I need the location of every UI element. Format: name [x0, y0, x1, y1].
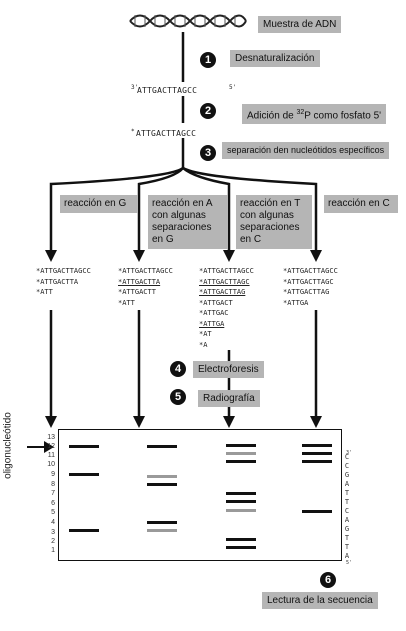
step-5-badge: 5 — [170, 389, 186, 405]
band-a-4 — [147, 521, 177, 524]
fragment: *ATTGAC — [199, 309, 229, 317]
dna-helix-icon — [129, 14, 247, 28]
row-number: 1 — [51, 547, 55, 554]
oligonucleotide-axis-label: oligonucleótido — [2, 412, 14, 479]
band-t-12 — [226, 444, 256, 447]
fragments-t: *ATTGACTTAGCC *ATTGACTTAGC *ATTGACTTAG *… — [199, 266, 254, 350]
band-c-10 — [302, 460, 332, 463]
step-2-badge: 2 — [200, 103, 216, 119]
fragment: *ATTGA — [283, 298, 309, 307]
read-base: C — [344, 453, 350, 461]
fragments-g: *ATTGACTTAGCC *ATTGACTTA *ATT — [36, 266, 91, 298]
read-base: A — [344, 516, 350, 524]
band-a-9 — [147, 475, 177, 478]
band-a-3 — [147, 529, 177, 532]
row-number: 2 — [51, 538, 55, 545]
sample-label: Muestra de ADN — [258, 16, 342, 33]
fragment: *ATTGACTTA — [36, 277, 79, 286]
read-base: T — [344, 534, 350, 542]
row-number: 12 — [47, 443, 55, 450]
read-end-5: 5' — [345, 560, 353, 566]
band-a-8 — [147, 483, 177, 486]
read-base: C — [344, 507, 350, 515]
step-1-badge: 1 — [200, 52, 216, 68]
fragment: *ATTGACTTAG — [283, 288, 330, 296]
band-c-12 — [302, 444, 332, 447]
band-c-5 — [302, 510, 332, 513]
step-2-label: Adición de 32P como fosfato 5' — [242, 104, 387, 125]
row-number: 7 — [51, 490, 55, 497]
row-number: 4 — [51, 519, 55, 526]
step-2-prefix: Adición de — [247, 110, 294, 122]
row-number: 8 — [51, 481, 55, 488]
band-g-12 — [69, 445, 99, 448]
band-t-10 — [226, 460, 256, 463]
row-number: 13 — [47, 434, 55, 441]
fragments-c: *ATTGACTTAGCC *ATTGACTTAGC *ATTGACTTAG *… — [283, 266, 338, 308]
step-4-label: Electroforesis — [193, 361, 264, 378]
read-base: A — [344, 480, 350, 488]
reaction-g-label: reacción en G — [60, 195, 138, 213]
fragment: *ATTGACTTAGC — [283, 277, 334, 286]
step-1-label: Desnaturalización — [230, 50, 320, 67]
step-2-suffix: P como fosfato 5' — [304, 110, 382, 122]
fragment: *ATTGACTTAGCC — [36, 267, 91, 275]
reaction-t-label: reacción en T con algunas separaciones e… — [236, 195, 312, 249]
fragment: *ATTGACTTAGCC — [199, 267, 254, 275]
fragments-a: *ATTGACTTAGCC *ATTGACTTA *ATTGACTT *ATT — [118, 266, 173, 308]
row-number: 10 — [47, 461, 55, 468]
fragment: *AT — [199, 330, 212, 338]
reaction-a-label: reacción en A con algunas separaciones e… — [148, 195, 228, 249]
read-base: C — [344, 462, 350, 470]
step-3-badge: 3 — [200, 145, 216, 161]
read-base: T — [344, 543, 350, 551]
fragment: *ATT — [118, 298, 135, 307]
step-4-badge: 4 — [170, 361, 186, 377]
step-6-badge: 6 — [320, 572, 336, 588]
read-base: T — [344, 498, 350, 506]
seq1-sequence: ATTGACTTAGCC — [137, 86, 198, 95]
step-2-isotope: 32 — [296, 109, 305, 116]
fragment: *ATTGA — [199, 319, 225, 328]
band-t-5 — [226, 509, 256, 512]
row-number: 9 — [51, 471, 55, 478]
band-t-11 — [226, 452, 256, 455]
band-g-3 — [69, 529, 99, 532]
row-number: 5 — [51, 509, 55, 516]
fragment: *ATTGACT — [199, 298, 233, 307]
read-base: T — [344, 489, 350, 497]
band-c-11 — [302, 452, 332, 455]
fragment: *ATTGACTT — [118, 288, 156, 296]
fragment: *ATTGACTTAG — [199, 288, 246, 296]
band-t-2 — [226, 538, 256, 541]
seq1-left-end: 3' — [131, 84, 139, 91]
seq1-right-end: 5' — [229, 84, 237, 91]
row-number: 6 — [51, 500, 55, 507]
read-base: G — [344, 471, 350, 479]
fragment: *ATTGACTTA — [118, 277, 161, 286]
band-t-7 — [226, 492, 256, 495]
read-base: G — [344, 525, 350, 533]
fragment: *ATTGACTTAGCC — [118, 267, 173, 275]
fragment: *ATT — [36, 288, 53, 296]
band-a-12 — [147, 445, 177, 448]
row-number: 11 — [47, 452, 55, 459]
step-6-label: Lectura de la secuencia — [262, 592, 378, 609]
read-base: A — [344, 552, 350, 560]
step-5-label: Radiografía — [198, 390, 260, 407]
read-end-3: 3' — [345, 450, 353, 456]
seq2-sequence: ATTGACTTAGCC — [136, 129, 197, 138]
row-number: 3 — [51, 529, 55, 536]
gel-autoradiograph — [58, 429, 342, 561]
reaction-c-label: reacción en C — [324, 195, 398, 213]
band-t-6 — [226, 500, 256, 503]
fragment: *A — [199, 340, 208, 349]
band-t-1 — [226, 546, 256, 549]
seq2-marker: * — [131, 128, 135, 135]
band-g-9 — [69, 473, 99, 476]
step-3-label: separación den nucleótidos específicos — [222, 142, 390, 159]
fragment: *ATTGACTTAGCC — [283, 267, 338, 275]
fragment: *ATTGACTTAGC — [199, 277, 250, 286]
